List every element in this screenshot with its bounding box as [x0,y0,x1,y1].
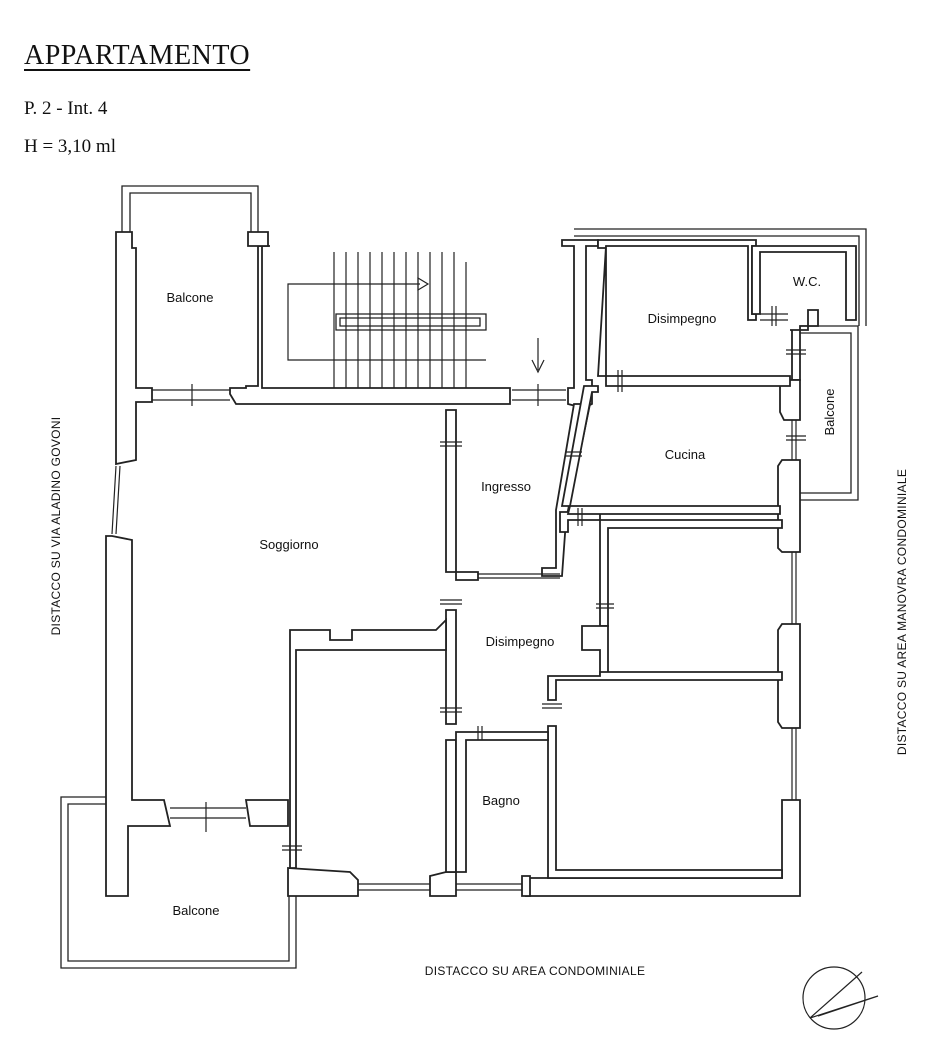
room-label-ingresso: Ingresso [481,479,531,494]
room-label-balcone-bottom-left: Balcone [173,903,220,918]
room-label-wc: W.C. [793,274,821,289]
ceiling-height: H = 3,10 ml [24,136,116,157]
door-ticks [282,306,806,851]
interior-walls [289,239,857,879]
room-label-balcone-top-left: Balcone [167,290,214,305]
upper-right-parapet [574,228,867,326]
room-label-balcone-right: Balcone [822,389,837,436]
room-label-disimpegno-top: Disimpegno [648,311,717,326]
balcony-top-left [121,185,259,388]
room-label-cucina: Cucina [665,447,706,462]
room-label-soggiorno: Soggiorno [259,537,318,552]
entry-arrow-icon [531,338,545,374]
staircase-icon [287,252,487,388]
floor-info: P. 2 - Int. 4 [24,98,108,119]
side-label-bottom: DISTACCO SU AREA CONDOMINIALE [425,964,646,978]
side-label-left: DISTACCO SU VIA ALADINO GOVONI [49,417,63,636]
balcony-right [800,325,859,501]
exterior-walls [105,231,819,897]
room-label-bagno: Bagno [482,793,520,808]
plan-title: APPARTAMENTO [24,40,251,71]
side-label-right: DISTACCO SU AREA MANOVRA CONDOMINIALE [895,469,909,755]
room-label-disimpegno-center: Disimpegno [486,634,555,649]
balcony-bottom-left [60,796,297,969]
compass-arrow-icon [802,966,879,1030]
